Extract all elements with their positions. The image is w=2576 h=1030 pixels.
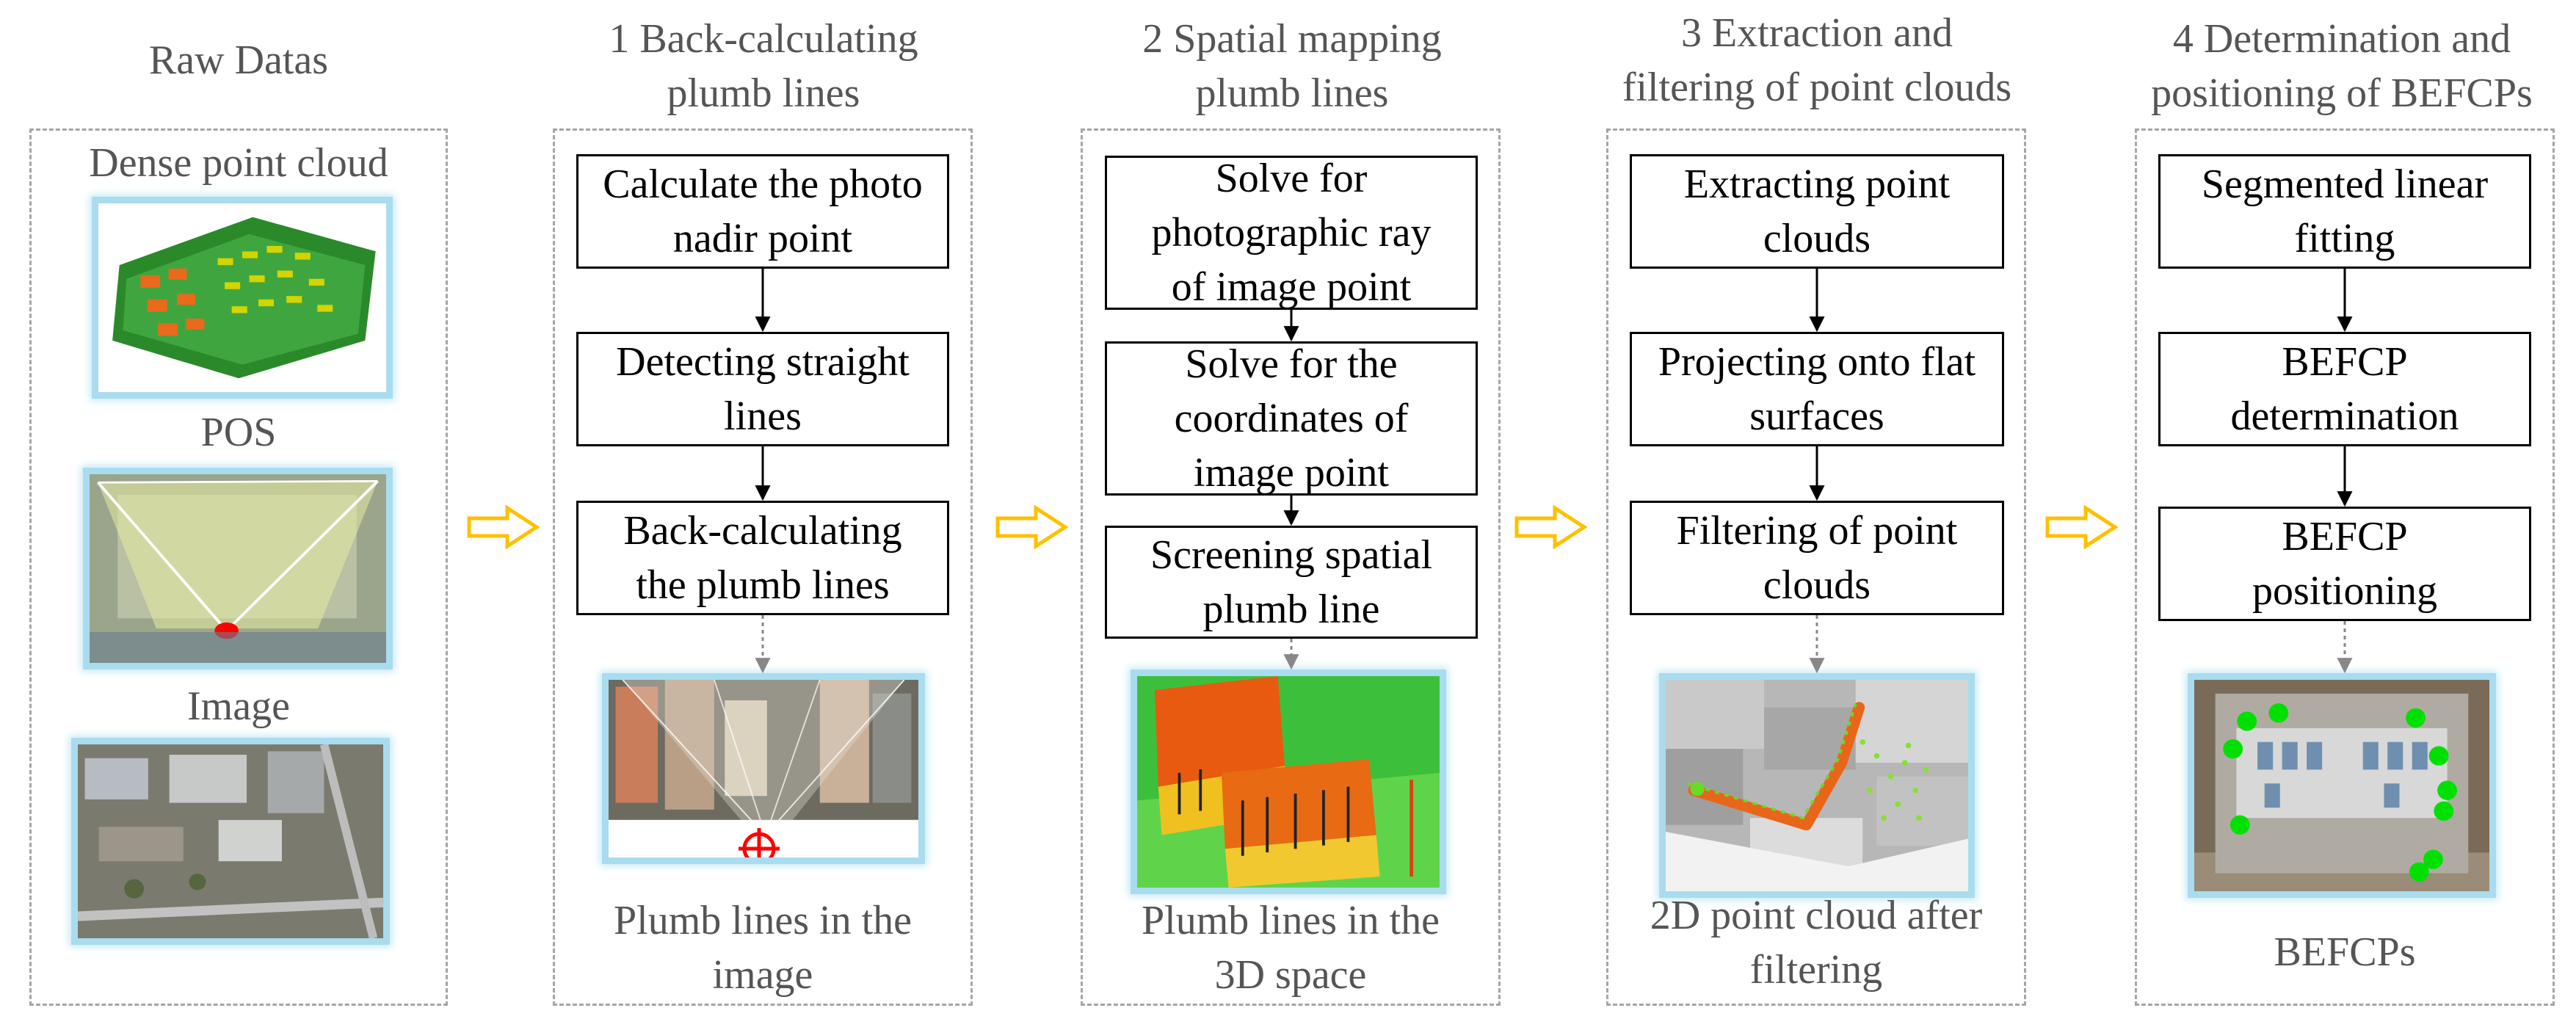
step-solve-coordinates: Solve for the coordinates of image point [1105, 341, 1478, 496]
befcps-image [2188, 673, 2496, 898]
stage-title-extraction-filtering: 3 Extraction and filtering of point clou… [1622, 10, 2012, 110]
step-extracting-point-clouds: Extracting point clouds [1630, 154, 2004, 269]
step-segmented-linear-fitting: Segmented linear fitting [2158, 154, 2531, 269]
panel-raw-datas [29, 128, 448, 1006]
raw-aerial-image [71, 738, 390, 945]
stage-title-spatial-mapping: 2 Spatial mapping plumb lines [1142, 16, 1442, 116]
step-calculate-nadir-point: Calculate the photo nadir point [576, 154, 949, 269]
step-solve-photographic-ray: Solve for photographic ray of image poin… [1105, 156, 1478, 310]
panel-stage-3 [1606, 128, 2026, 1006]
step-detecting-straight-lines: Detecting straight lines [576, 332, 949, 446]
step-screening-spatial-plumb-line: Screening spatial plumb line [1105, 526, 1478, 639]
dense-point-cloud-image [92, 197, 393, 399]
filtered-point-cloud-image [1659, 673, 1975, 898]
step-back-calculating-plumb-lines: Back-calculating the plumb lines [576, 501, 949, 615]
stage-title-determination-positioning: 4 Determination and positioning of BEFCP… [2151, 16, 2533, 116]
hollow-right-arrow-icon [995, 505, 1068, 549]
plumb-lines-image [602, 673, 925, 864]
step-befcp-determination: BEFCP determination [2158, 332, 2531, 446]
caption-plumb-lines-3d: Plumb lines in the 3D space [1142, 898, 1440, 998]
label-pos: POS [200, 410, 277, 455]
hollow-right-arrow-icon [467, 505, 540, 549]
caption-2d-point-cloud: 2D point cloud after filtering [1650, 893, 1983, 993]
step-befcp-positioning: BEFCP positioning [2158, 507, 2531, 621]
stage-title-back-calculating: 1 Back-calculating plumb lines [609, 16, 918, 116]
plumb-lines-3d-image [1131, 670, 1446, 894]
label-image: Image [187, 683, 290, 729]
caption-befcps: BEFCPs [2274, 929, 2416, 975]
stage-title-raw-datas: Raw Datas [148, 37, 329, 83]
hollow-right-arrow-icon [2045, 505, 2118, 549]
panel-stage-4 [2135, 128, 2555, 1006]
panel-stage-1 [553, 128, 973, 1006]
label-dense-point-cloud: Dense point cloud [89, 140, 388, 186]
hollow-right-arrow-icon [1514, 505, 1587, 549]
panel-stage-2 [1081, 128, 1501, 1006]
crosshair-icon [739, 828, 780, 857]
step-projecting-flat-surfaces: Projecting onto flat surfaces [1630, 332, 2004, 446]
step-filtering-point-clouds: Filtering of point clouds [1630, 501, 2004, 615]
caption-plumb-lines-image: Plumb lines in the image [614, 898, 912, 998]
pos-image [83, 468, 393, 670]
